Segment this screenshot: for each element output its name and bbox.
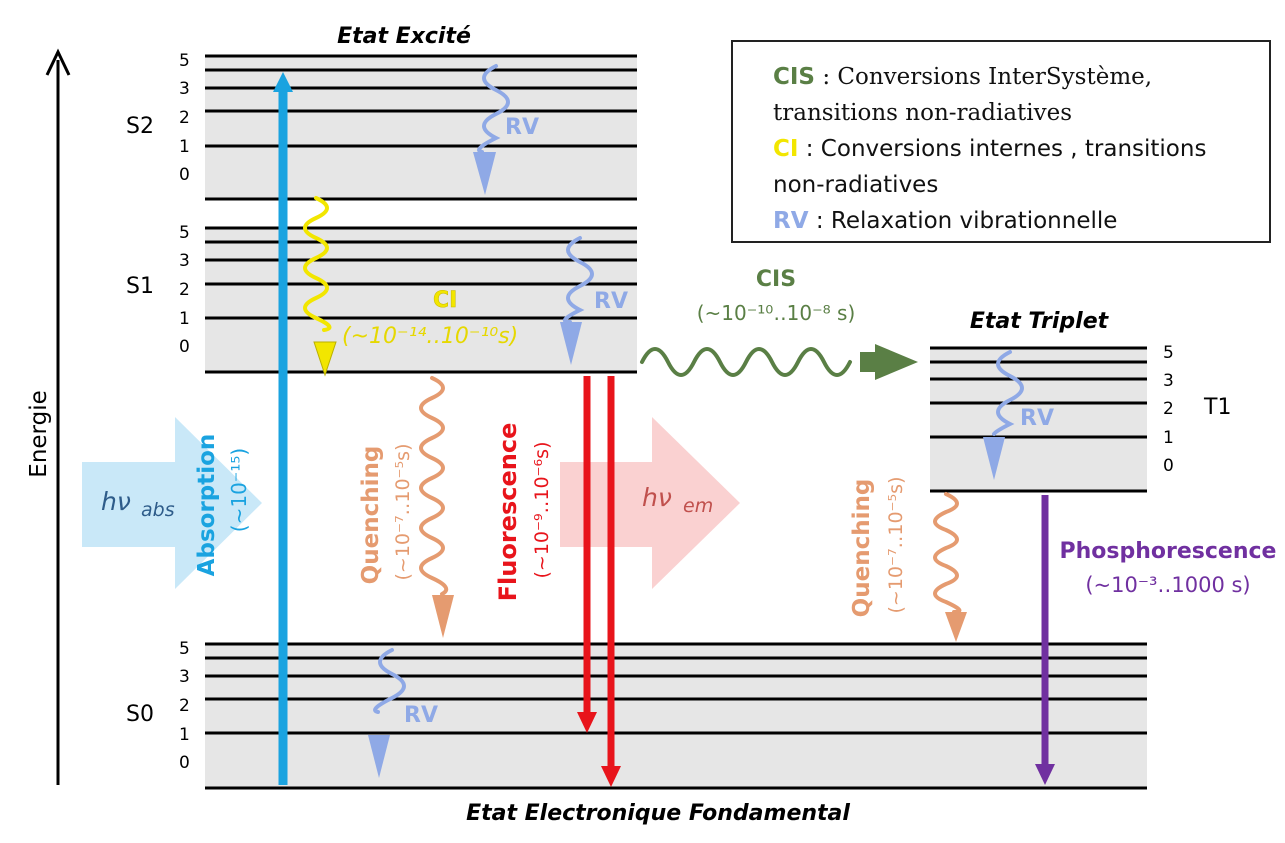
legend-ci-text-2: non-radiatives <box>773 172 939 198</box>
energy-axis: Energie <box>26 48 71 785</box>
quenching-1-label: Quenching <box>358 446 384 585</box>
hv-em-symbol: hν <box>642 483 672 512</box>
rv-s0-wave <box>373 648 406 714</box>
s2-band <box>205 55 637 200</box>
phosphorescence-label: Phosphorescence <box>1060 539 1277 564</box>
s2-vib-1: 1 <box>179 137 190 157</box>
vib-numbers: 5 3 2 1 0 5 3 2 1 0 5 3 2 1 0 5 3 2 1 0 <box>179 51 1174 773</box>
s1-vib-1: 1 <box>179 309 190 329</box>
photon-absorption-arrow: hν abs <box>82 417 262 589</box>
t1-vib-3: 3 <box>1163 371 1174 391</box>
cis-time: (~10⁻¹⁰‥10⁻⁸ s) <box>697 301 856 325</box>
s0-vib-2: 2 <box>179 696 190 716</box>
legend-cis-text-2: transitions non-radiatives <box>773 100 1073 126</box>
s0-band <box>205 643 1147 789</box>
legend-ci-tag: CI <box>773 136 799 162</box>
fluorescence-arrows <box>577 376 621 787</box>
s2-vib-5: 5 <box>179 51 190 71</box>
quenching-2-time: (~10⁻⁷‥10⁻⁵s) <box>885 477 907 614</box>
absorption-arrow <box>273 72 293 785</box>
cis-label: CIS <box>756 267 796 292</box>
s2-vib-2: 2 <box>179 108 190 128</box>
hv-em-subscript: em <box>683 495 713 517</box>
rv-s0-label: RV <box>404 703 438 728</box>
legend-ci-line-2: non-radiatives <box>773 172 938 198</box>
state-labels: S2 S1 S0 T1 <box>126 114 1231 727</box>
fluorescence-time: (~10⁻⁹‥10⁻⁶s) <box>531 442 553 579</box>
t1-vib-0: 0 <box>1163 456 1174 476</box>
s1-vib-0: 0 <box>179 337 190 357</box>
legend-rv-line: RV : Relaxation vibrationnelle <box>773 208 1117 234</box>
level-lines <box>205 54 1147 790</box>
rv-labels: RV RV RV RV <box>404 115 1054 728</box>
ground-state-title: Etat Electronique Fondamental <box>466 801 850 826</box>
s0-vib-1: 1 <box>179 725 190 745</box>
rv-s2-label: RV <box>505 115 539 140</box>
s0-vib-3: 3 <box>179 667 190 687</box>
t1-vib-1: 1 <box>1163 428 1174 448</box>
legend-cis-text-1: : Conversions InterSystème, <box>815 64 1153 90</box>
s2-vib-0: 0 <box>179 165 190 185</box>
absorption-time: (~10⁻¹⁵) <box>227 448 251 532</box>
s2-label: S2 <box>126 114 154 139</box>
rv-s1-wave <box>562 236 594 324</box>
quenching-2-label: Quenching <box>849 479 875 618</box>
cis-wave <box>640 347 852 377</box>
phosphorescence-time: (~10⁻³‥1000 s) <box>1085 573 1250 597</box>
ci-time: (~10⁻¹⁴‥10⁻¹⁰s) <box>342 324 518 349</box>
rv-s2-wave <box>477 64 510 154</box>
s1-vib-2: 2 <box>179 280 190 300</box>
fluorescence-label: Fluorescence <box>494 423 522 602</box>
s1-vib-3: 3 <box>179 251 190 271</box>
energy-axis-label: Energie <box>26 390 52 477</box>
s2-vib-3: 3 <box>179 79 190 99</box>
legend-ci-line: CI : Conversions internes , transitions <box>773 136 1206 162</box>
legend-cis-line: CIS : Conversions InterSystème, <box>773 64 1152 90</box>
t1-label: T1 <box>1203 395 1231 420</box>
rv-t1-label: RV <box>1020 406 1054 431</box>
t1-vib-5: 5 <box>1163 343 1174 363</box>
s0-vib-0: 0 <box>179 753 190 773</box>
triplet-state-title: Etat Triplet <box>970 309 1110 334</box>
rv-s1-label: RV <box>594 289 628 314</box>
legend-cis-tag: CIS <box>773 64 816 90</box>
s1-band <box>205 227 637 373</box>
s0-label: S0 <box>126 702 154 727</box>
absorption-label: Absorption <box>194 434 220 577</box>
hv-abs-symbol: hν <box>101 487 131 516</box>
photon-emission-arrow: hν em <box>560 417 740 589</box>
quenching-2-wave <box>933 492 962 614</box>
legend-ci-text-1: : Conversions internes , transitions <box>798 136 1207 162</box>
rv-t1-wave <box>992 350 1024 436</box>
excited-state-title: Etat Excité <box>337 24 471 49</box>
legend-box: CIS : Conversions InterSystème, transiti… <box>731 40 1271 243</box>
t1-vib-2: 2 <box>1163 399 1174 419</box>
s1-vib-5: 5 <box>179 223 190 243</box>
t1-band <box>930 347 1147 492</box>
quenching-1-wave <box>419 376 449 596</box>
quenching-1-time: (~10⁻⁷‥10⁻⁵s) <box>392 444 414 581</box>
ci-label: CI <box>433 288 457 313</box>
phosphorescence-arrow <box>1035 495 1055 785</box>
legend-rv-text: : Relaxation vibrationnelle <box>808 208 1118 234</box>
legend-rv-tag: RV <box>773 208 809 234</box>
wavy-arrows <box>303 64 1024 778</box>
legend-cis-line-2: transitions non-radiatives <box>773 100 1072 126</box>
hv-abs-subscript: abs <box>141 499 175 521</box>
ci-wave <box>303 196 332 332</box>
s1-label: S1 <box>126 274 154 299</box>
energy-bands <box>205 55 1147 789</box>
s0-vib-5: 5 <box>179 639 190 659</box>
